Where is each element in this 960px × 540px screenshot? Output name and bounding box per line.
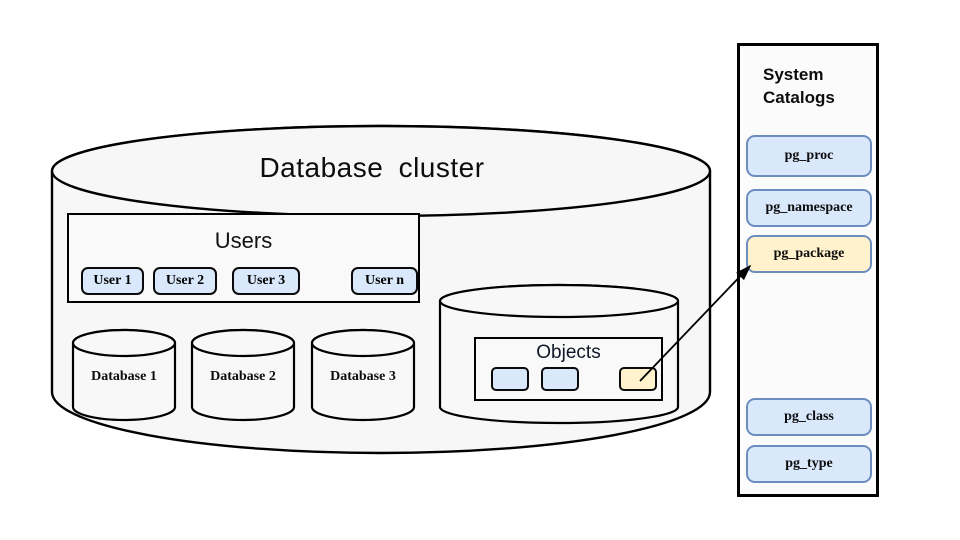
catalog-box-pg-package: pg_package [746,235,872,273]
catalog-box-pg-type: pg_type [746,445,872,483]
cluster-title: Database cluster [259,152,485,183]
catalog-box-pg-namespace: pg_namespace [746,189,872,227]
database-1-label: Database 1 [91,369,157,384]
object-chip-2 [541,367,579,391]
user-chip-1: User 1 [81,267,144,295]
system-catalogs-panel: System Catalogs pg_proc pg_namespace pg_… [737,43,879,497]
objects-box: Objects [474,337,663,401]
catalog-box-pg-proc: pg_proc [746,135,872,177]
database-3-label: Database 3 [330,369,396,384]
users-title: Users [214,228,273,253]
database-2-label: Database 2 [210,369,276,384]
users-box: Users User 1 User 2 User 3 User n [67,213,420,303]
user-chip-n: User n [351,267,418,295]
system-catalogs-title: System Catalogs [763,65,835,107]
object-chip-1 [491,367,529,391]
user-chip-2: User 2 [153,267,217,295]
objects-title: Objects [536,342,601,363]
object-chip-package [619,367,657,391]
user-chip-3: User 3 [232,267,300,295]
catalog-box-pg-class: pg_class [746,398,872,436]
